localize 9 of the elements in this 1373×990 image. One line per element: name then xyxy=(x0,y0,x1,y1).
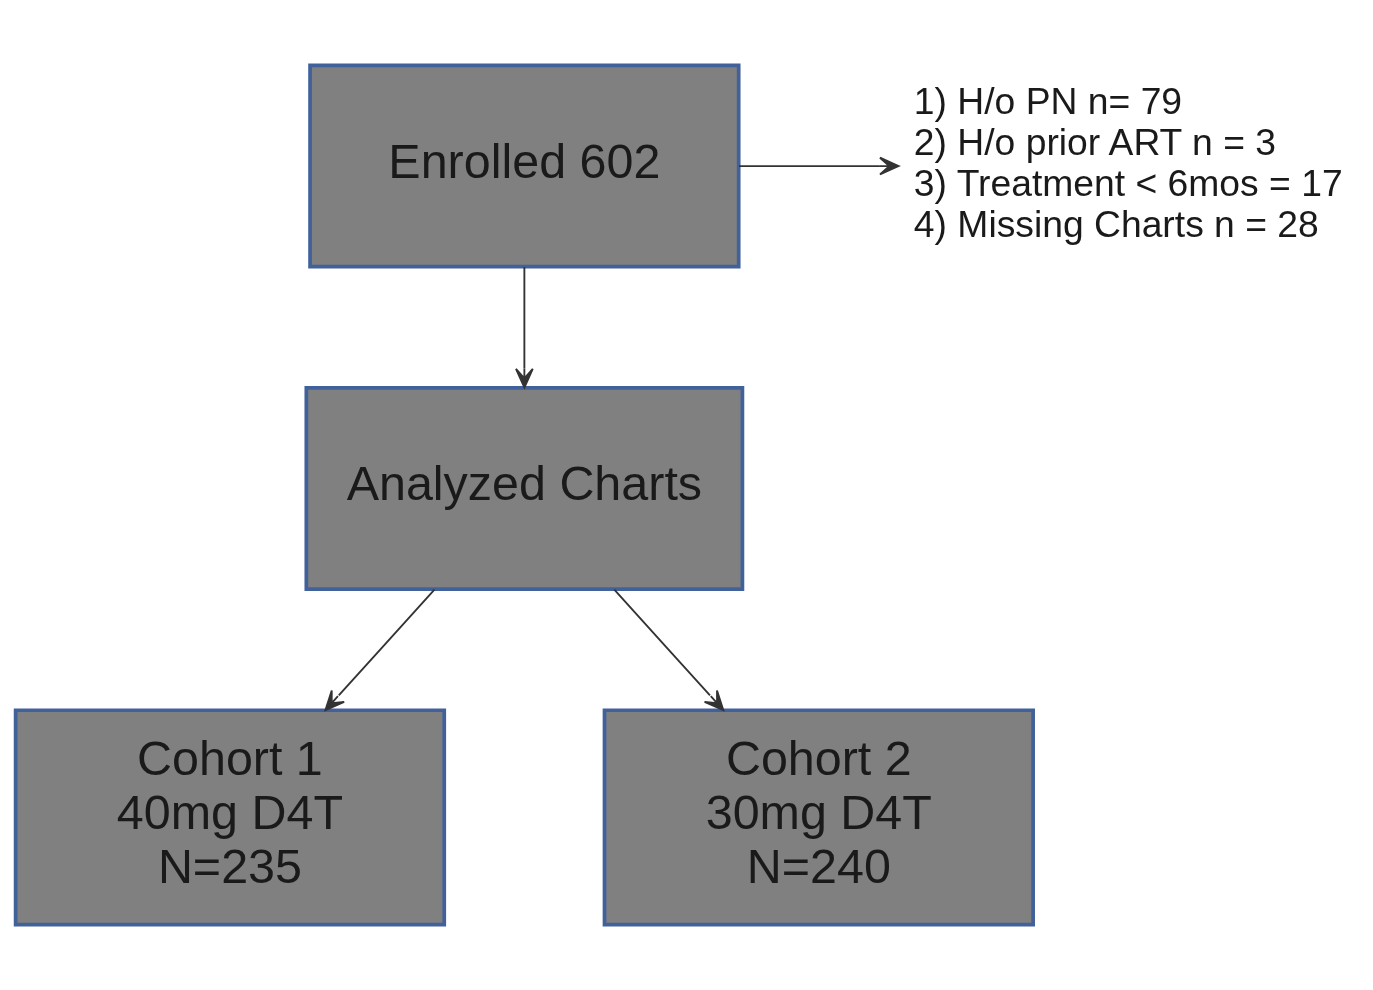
arrow xyxy=(324,588,436,711)
arrow xyxy=(515,266,534,389)
node-text: 1) H/o PN n= 79 2) H/o prior ART n = 3 3) Treatment < 6mos = 17 4) Missing Charts n = 28 xyxy=(913,79,1343,245)
node-box: Analyzed Charts xyxy=(304,386,745,591)
arrow xyxy=(738,156,900,176)
node-box: Cohort 1 40mg D4T N=235 xyxy=(13,708,447,927)
node-box: Cohort 2 30mg D4T N=240 xyxy=(602,708,1035,927)
arrow xyxy=(613,588,725,711)
node-box: Enrolled 602 xyxy=(308,63,741,269)
